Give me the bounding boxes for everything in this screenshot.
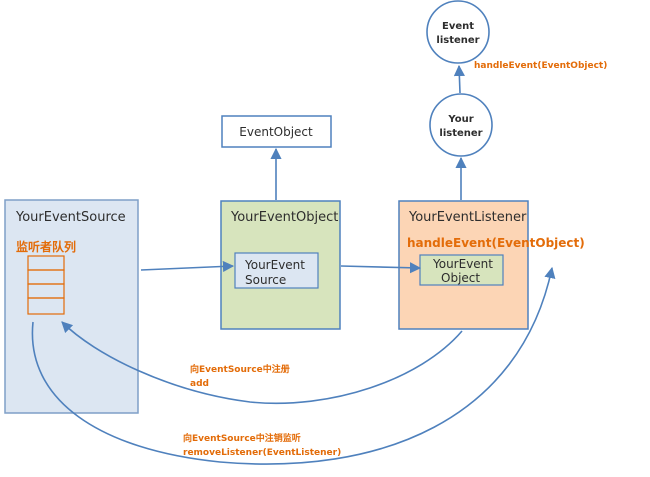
handle-event-method: handleEvent(EventObject)	[407, 236, 585, 250]
event-source-box	[4, 199, 139, 414]
register-curve-arrow	[61, 321, 463, 405]
event-listener-line-1: Event	[442, 21, 474, 32]
event-object-title: YourEventObject	[230, 210, 338, 225]
deregister-note-line-1: 向EventSource中注销监听	[183, 432, 301, 444]
yourlistener-to-eventlistener-arrow	[453, 64, 465, 94]
your-listener-line-1: Your	[447, 114, 473, 125]
event-listener-title: YourEventListener	[408, 210, 527, 225]
your-listener-circle	[429, 93, 493, 157]
event-object-inner-line-1: YourEvent	[244, 258, 305, 272]
listener-queue	[27, 255, 65, 315]
register-note-line-2: add	[190, 379, 209, 389]
event-listener-circle	[426, 0, 490, 64]
deregister-curve-arrow	[31, 266, 556, 465]
event-object-inner-source	[234, 252, 319, 289]
object-to-listener-arrow	[340, 262, 422, 274]
your-listener-line-2: listener	[439, 128, 482, 139]
event-object-class-label: EventObject	[239, 125, 313, 139]
event-object-inner-line-2: Source	[245, 273, 286, 287]
register-note-line-1: 向EventSource中注册	[190, 363, 290, 375]
event-listener-line-2: listener	[436, 35, 479, 46]
event-object-class-box	[221, 115, 332, 148]
event-listener-inner-line-2: Object	[441, 271, 480, 285]
source-to-object-arrow	[140, 260, 235, 273]
listener-queue-label: 监听者队列	[16, 239, 76, 254]
event-source-title: YourEventSource	[15, 210, 126, 225]
deregister-note-line-2: removeListener(EventListener)	[183, 448, 341, 458]
queue-slot	[27, 297, 65, 315]
handle-event-annotation: handleEvent(EventObject)	[474, 61, 607, 71]
event-listener-inner-line-1: YourEvent	[432, 257, 493, 271]
